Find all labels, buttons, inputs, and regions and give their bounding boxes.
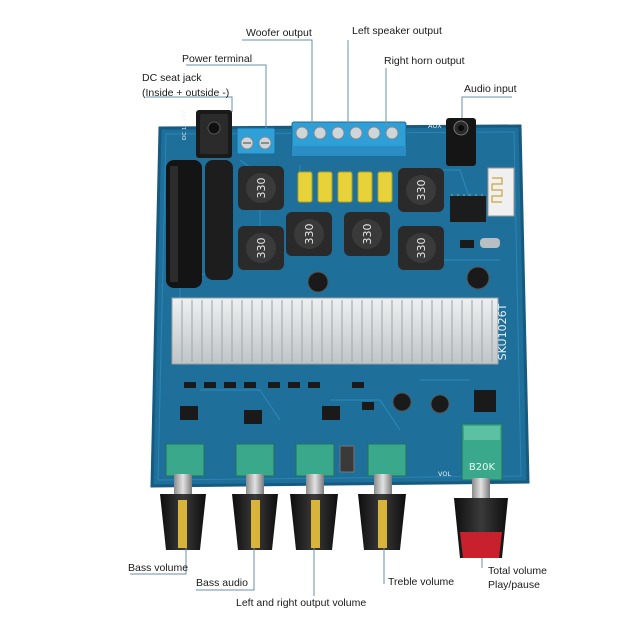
knob-total-volume	[454, 478, 508, 558]
power-terminal-block	[236, 127, 276, 155]
smd-components	[180, 238, 500, 424]
label-treble-volume: Treble volume	[388, 576, 455, 588]
dc-mark: DC 12-24V	[182, 110, 188, 140]
small-capacitor	[205, 160, 233, 280]
label-dc-jack-line1: DC seat jack	[142, 72, 202, 84]
speaker-terminal-block	[291, 121, 407, 157]
electrolytic-capacitor	[166, 160, 202, 288]
label-bass-audio: Bass audio	[196, 577, 248, 589]
bluetooth-module	[487, 167, 515, 217]
label-woofer-output: Woofer output	[246, 27, 312, 39]
board-model: SKU1026T	[496, 303, 509, 360]
label-total-volume-line2: Play/pause	[488, 579, 540, 591]
aux-mark: AUX	[428, 122, 442, 130]
small-electrolytic	[307, 266, 490, 414]
pot-code: B20K	[469, 462, 496, 473]
label-total-volume-line1: Total volume	[488, 565, 547, 577]
label-audio-input: Audio input	[464, 83, 517, 95]
dc-jack	[196, 110, 232, 158]
label-dc-jack-line2: (Inside + outside -)	[142, 87, 230, 99]
film-capacitors	[297, 171, 393, 203]
inductor-code-6: 330	[415, 238, 428, 259]
callout-leaders	[130, 39, 512, 596]
knob-bass-audio	[232, 474, 278, 550]
knob-treble-volume	[358, 474, 406, 550]
label-left-speaker-output: Left speaker output	[352, 25, 442, 37]
knob-bass-volume	[160, 474, 206, 550]
inductors	[238, 166, 444, 270]
inductor-code-2: 330	[415, 180, 428, 201]
vol-mark: VOL	[438, 470, 451, 478]
potentiometers	[165, 423, 503, 481]
heatsink	[171, 297, 499, 365]
label-power-terminal: Power terminal	[182, 53, 253, 65]
inductor-code-1: 330	[255, 178, 268, 199]
inductor-code-4: 330	[303, 224, 316, 245]
inductor-code-5: 330	[361, 224, 374, 245]
label-right-horn-output: Right horn output	[384, 55, 465, 67]
knob-lr-volume	[290, 474, 338, 550]
label-bass-volume: Bass volume	[128, 562, 189, 574]
audio-jack	[446, 118, 476, 166]
label-lr-output-volume: Left and right output volume	[236, 597, 367, 609]
dsp-chip	[450, 194, 486, 222]
inductor-code-3: 330	[255, 238, 268, 259]
